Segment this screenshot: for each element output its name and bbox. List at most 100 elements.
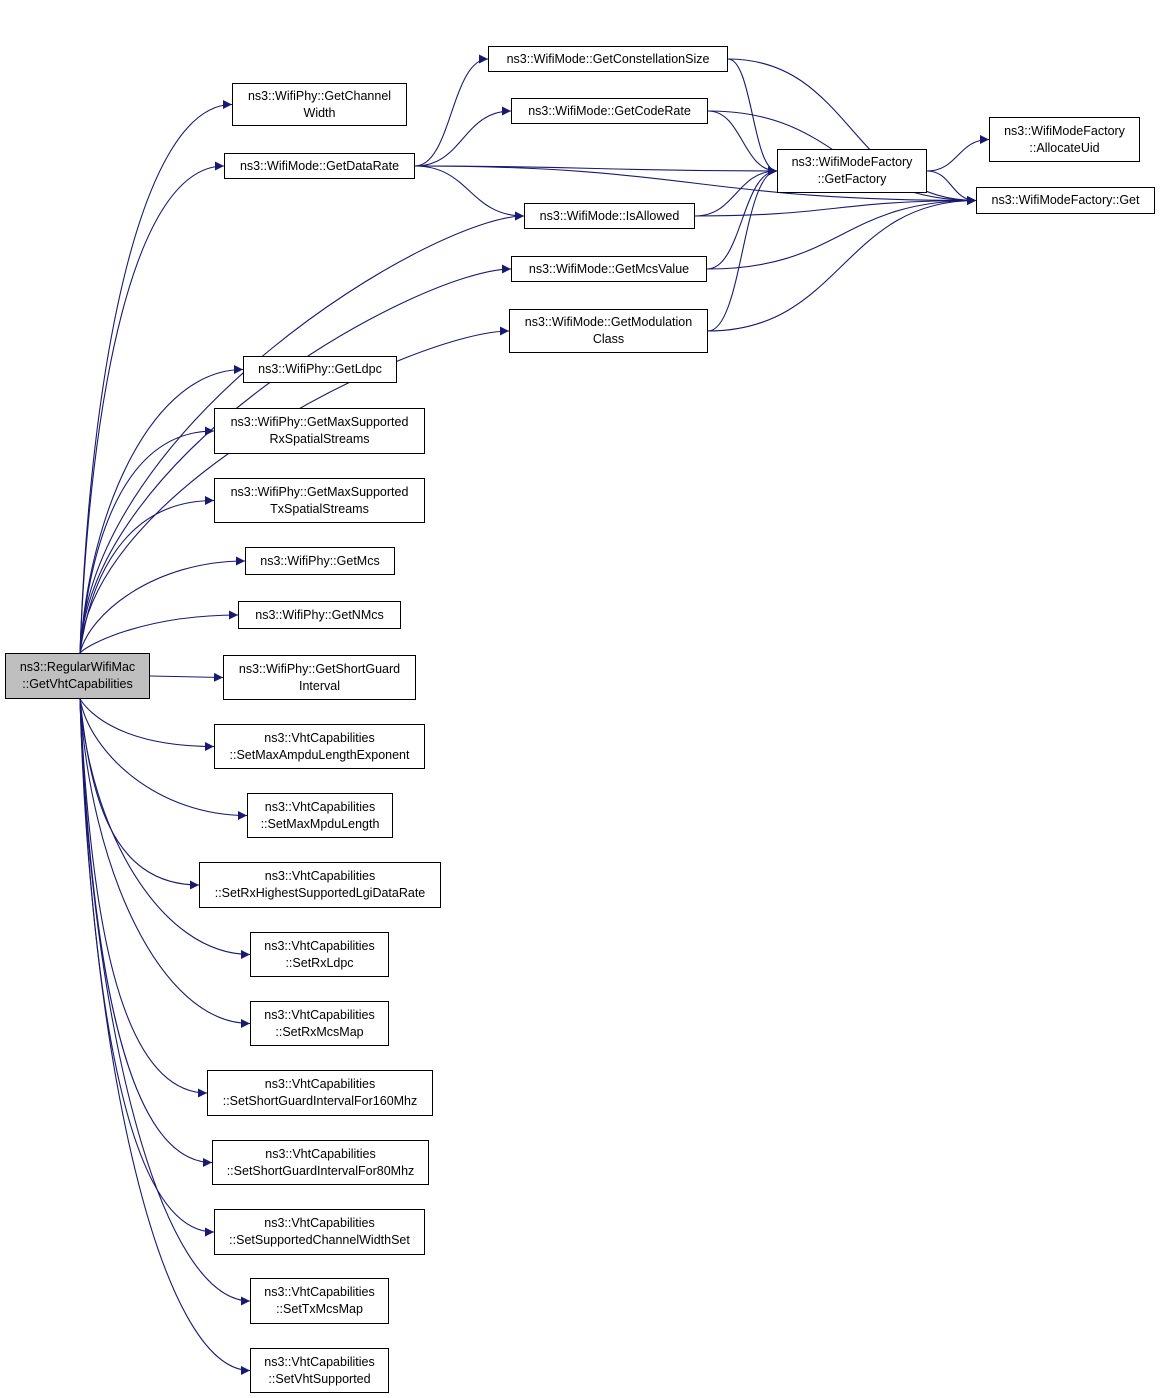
node-get-factory-line-1: ns3::WifiModeFactory	[791, 155, 913, 169]
edge-root-to-setVhtSupported	[79, 698, 251, 1375]
node-get-max-tx-line-2: TxSpatialStreams	[270, 501, 369, 516]
node-set-max-mpdu-line-2: ::SetMaxMpduLength	[260, 816, 380, 831]
edge-getDataRate-to-getCodeRate	[414, 106, 512, 167]
node-set-sgi-160-line-1: ns3::VhtCapabilities	[264, 1077, 376, 1091]
node-get-mcs-label: ns3::WifiPhy::GetMcs	[260, 553, 380, 568]
node-get-mcs-value-label: ns3::WifiMode::GetMcsValue	[528, 261, 690, 276]
edge-getModulationClass-to-getFactory	[707, 166, 778, 332]
edge-getDataRate-to-factoryGet	[414, 165, 977, 205]
node-set-rx-highest[interactable]: ns3::VhtCapabilities ::SetRxHighestSuppo…	[199, 862, 441, 908]
node-get-max-tx-line-1: ns3::WifiPhy::GetMaxSupported	[230, 484, 409, 499]
node-set-rx-ldpc-line-1: ns3::VhtCapabilities	[264, 938, 375, 953]
node-set-max-mpdu-line-1: ns3::VhtCapabilities	[264, 799, 376, 814]
node-get-max-tx[interactable]: ns3::WifiPhy::GetMaxSupported TxSpatialS…	[214, 478, 425, 523]
edge-root-to-getDataRate	[79, 161, 225, 654]
node-set-sgi-160-line-2: ::SetShortGuardIntervalFor160Mhz	[222, 1094, 418, 1108]
edge-getMcsValue-to-getFactory	[706, 166, 778, 270]
node-get-channel-width[interactable]: ns3::WifiPhy::GetChannel Width	[232, 83, 407, 126]
node-allocate-uid[interactable]: ns3::WifiModeFactory ::AllocateUid	[989, 117, 1140, 162]
node-set-tx-mcs-map[interactable]: ns3::VhtCapabilities ::SetTxMcsMap	[250, 1278, 389, 1324]
node-get-data-rate-label: ns3::WifiMode::GetDataRate	[239, 158, 400, 173]
edge-getDataRate-to-isAllowed	[414, 165, 525, 221]
edge-root-to-getMaxRx	[79, 426, 215, 654]
node-set-sgi-160[interactable]: ns3::VhtCapabilities ::SetShortGuardInte…	[207, 1070, 433, 1116]
node-is-allowed[interactable]: ns3::WifiMode::IsAllowed	[524, 203, 695, 229]
edge-root-to-setTxMcsMap	[79, 698, 251, 1306]
node-allocate-uid-line-1: ns3::WifiModeFactory	[1004, 123, 1125, 138]
node-get-factory[interactable]: ns3::WifiModeFactory ::GetFactory	[777, 149, 927, 193]
node-set-max-mpdu[interactable]: ns3::VhtCapabilities ::SetMaxMpduLength	[247, 793, 393, 838]
node-get-constellation-size[interactable]: ns3::WifiMode::GetConstellationSize	[488, 46, 728, 72]
node-get-n-mcs-label: ns3::WifiPhy::GetNMcs	[255, 607, 384, 622]
edge-getCodeRate-to-getFactory	[707, 110, 778, 176]
node-set-chan-width-set[interactable]: ns3::VhtCapabilities ::SetSupportedChann…	[214, 1209, 425, 1255]
node-get-modulation-class-line-2: Class	[592, 332, 625, 346]
node-root[interactable]: ns3::RegularWifiMac ::GetVhtCapabilities	[5, 653, 150, 699]
node-get-channel-width-line-1: ns3::WifiPhy::GetChannel	[247, 88, 392, 103]
node-set-rx-mcs-map[interactable]: ns3::VhtCapabilities ::SetRxMcsMap	[250, 1001, 389, 1046]
node-get-short-guard[interactable]: ns3::WifiPhy::GetShortGuard Interval	[223, 655, 416, 700]
node-allocate-uid-line-2: ::AllocateUid	[1029, 140, 1100, 155]
node-get-modulation-class[interactable]: ns3::WifiMode::GetModulation Class	[509, 309, 708, 353]
node-set-rx-mcs-map-line-1: ns3::VhtCapabilities	[264, 1007, 375, 1022]
node-get-ldpc[interactable]: ns3::WifiPhy::GetLdpc	[243, 356, 397, 383]
node-get-code-rate[interactable]: ns3::WifiMode::GetCodeRate	[511, 98, 708, 124]
node-get-n-mcs[interactable]: ns3::WifiPhy::GetNMcs	[238, 601, 401, 629]
node-is-allowed-label: ns3::WifiMode::IsAllowed	[539, 208, 680, 223]
edge-isAllowed-to-getFactory	[694, 166, 778, 217]
edge-root-to-setRxLdpc	[79, 698, 251, 959]
edge-root-to-getMcs	[79, 556, 246, 654]
edge-root-to-getNMcs	[79, 610, 239, 654]
edge-root-to-setSgi80	[79, 698, 213, 1167]
node-get-factory-line-2: ::GetFactory	[817, 172, 887, 186]
node-get-max-rx[interactable]: ns3::WifiPhy::GetMaxSupported RxSpatialS…	[214, 408, 425, 454]
node-set-rx-ldpc[interactable]: ns3::VhtCapabilities ::SetRxLdpc	[250, 932, 389, 977]
node-get-modulation-class-line-1: ns3::WifiMode::GetModulation	[524, 315, 693, 329]
node-get-data-rate[interactable]: ns3::WifiMode::GetDataRate	[224, 153, 415, 179]
node-get-mcs-value[interactable]: ns3::WifiMode::GetMcsValue	[511, 256, 707, 282]
edge-root-to-getShortGuard	[149, 672, 224, 682]
edge-root-to-isAllowed	[79, 211, 525, 654]
node-set-rx-highest-line-1: ns3::VhtCapabilities	[264, 869, 376, 883]
node-set-max-ampdu[interactable]: ns3::VhtCapabilities ::SetMaxAmpduLength…	[214, 724, 425, 769]
node-set-chan-width-set-line-1: ns3::VhtCapabilities	[264, 1216, 375, 1230]
node-set-rx-ldpc-line-2: ::SetRxLdpc	[285, 955, 354, 970]
node-get-short-guard-line-1: ns3::WifiPhy::GetShortGuard	[238, 661, 401, 676]
node-factory-get[interactable]: ns3::WifiModeFactory::Get	[976, 187, 1155, 214]
node-get-max-rx-line-2: RxSpatialStreams	[269, 432, 370, 446]
edge-root-to-getMaxTx	[79, 496, 215, 654]
node-root-line-2: ::GetVhtCapabilities	[22, 677, 133, 691]
edge-root-to-setSgi160	[79, 698, 208, 1098]
node-set-vht-supported-line-2: ::SetVhtSupported	[268, 1371, 371, 1386]
node-get-short-guard-line-2: Interval	[299, 678, 340, 693]
edge-getFactory-to-allocateUid	[926, 135, 990, 172]
node-set-rx-highest-line-2: ::SetRxHighestSupportedLgiDataRate	[214, 886, 426, 900]
node-set-max-ampdu-line-2: ::SetMaxAmpduLengthExponent	[229, 747, 410, 762]
edge-root-to-getChannelWidth	[79, 100, 233, 654]
edge-root-to-getMcsValue	[79, 264, 512, 654]
node-set-rx-mcs-map-line-2: ::SetRxMcsMap	[275, 1024, 364, 1039]
edge-getMcsValue-to-factoryGet	[706, 196, 977, 270]
node-get-ldpc-label: ns3::WifiPhy::GetLdpc	[258, 362, 382, 376]
node-set-chan-width-set-line-2: ::SetSupportedChannelWidthSet	[229, 1233, 410, 1247]
edge-root-to-setMaxAmpdu	[79, 698, 215, 751]
node-set-max-ampdu-line-1: ns3::VhtCapabilities	[264, 730, 375, 745]
node-factory-get-label: ns3::WifiModeFactory::Get	[991, 193, 1140, 207]
edge-root-to-setRxMcsMap	[79, 698, 251, 1028]
edge-isAllowed-to-factoryGet	[694, 196, 977, 217]
node-set-vht-supported[interactable]: ns3::VhtCapabilities ::SetVhtSupported	[250, 1348, 389, 1393]
edge-root-to-getLdpc	[79, 365, 244, 654]
node-set-tx-mcs-map-line-2: ::SetTxMcsMap	[276, 1302, 363, 1316]
node-get-code-rate-label: ns3::WifiMode::GetCodeRate	[528, 103, 691, 118]
node-set-sgi-80-line-2: ::SetShortGuardIntervalFor80Mhz	[226, 1163, 415, 1178]
node-get-max-rx-line-1: ns3::WifiPhy::GetMaxSupported	[230, 415, 409, 429]
node-set-sgi-80[interactable]: ns3::VhtCapabilities ::SetShortGuardInte…	[212, 1140, 429, 1185]
edge-getFactory-to-factoryGet	[926, 170, 977, 205]
edge-root-to-setMaxMpdu	[79, 698, 248, 820]
node-set-tx-mcs-map-line-1: ns3::VhtCapabilities	[264, 1285, 375, 1299]
node-root-line-1: ns3::RegularWifiMac	[19, 660, 136, 674]
node-get-channel-width-line-2: Width	[303, 105, 336, 120]
node-get-mcs[interactable]: ns3::WifiPhy::GetMcs	[245, 547, 395, 575]
edge-root-to-setChanWidthSet	[79, 698, 215, 1237]
